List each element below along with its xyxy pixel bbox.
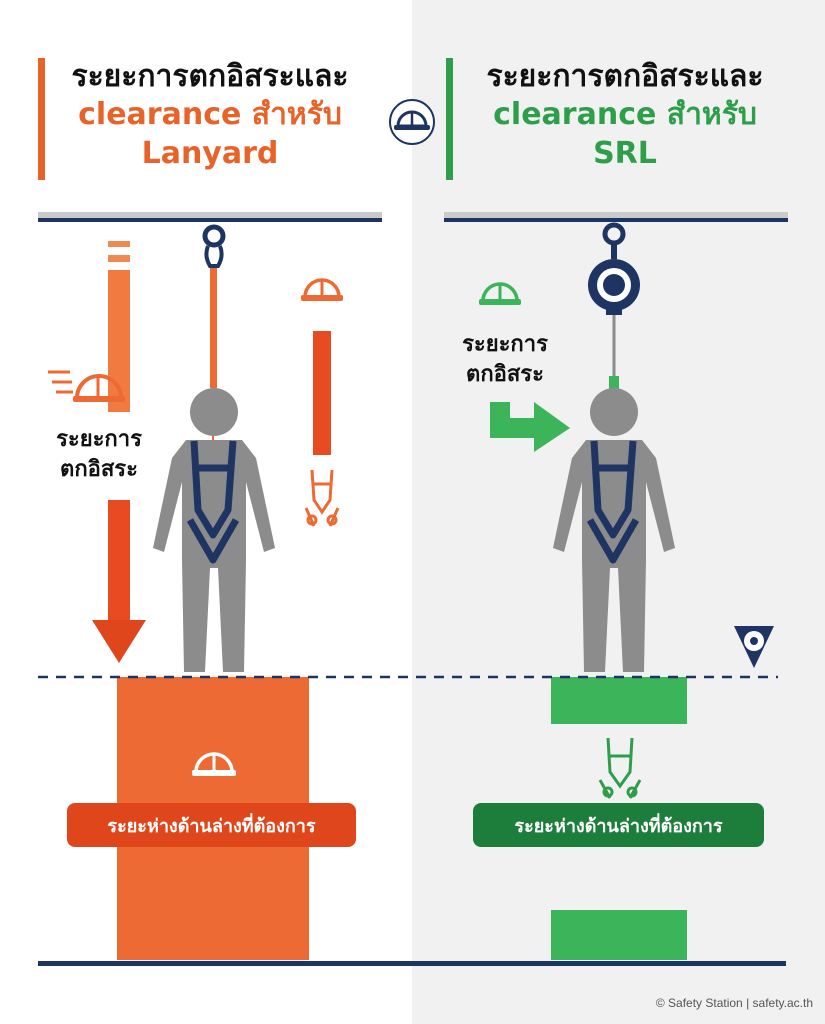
lanyard-title-line3: Lanyard <box>141 135 279 171</box>
free-fall-arrow-right <box>490 402 570 452</box>
free-fall-right-line1: ระยะการ <box>462 332 548 357</box>
ground-line <box>38 961 786 966</box>
srl-title-line1: ระยะการตกอิสระและ <box>486 59 764 94</box>
srl-title-line2: clearance สำหรับ <box>493 97 757 133</box>
clearance-label-left: ระยะห่างด้านล่างที่ต้องการ <box>67 803 356 847</box>
accent-bar-right <box>446 58 453 180</box>
lanyard-title: ระยะการตกอิสระและ clearance สำหรับ Lanya… <box>50 58 370 173</box>
srl-connector <box>609 376 619 390</box>
lanyard-title-line1: ระยะการตกอิสระและ <box>71 59 349 94</box>
srl-device-icon <box>588 259 640 315</box>
harness-right <box>586 440 640 564</box>
anchor-hook-icon <box>202 224 226 268</box>
free-fall-arrow-left <box>92 241 146 663</box>
harness-left <box>186 440 240 564</box>
clearance-label-right: ระยะห่างด้านล่างที่ต้องการ <box>473 803 764 847</box>
location-pin-icon <box>734 626 774 668</box>
anchor-beam-left <box>38 212 382 222</box>
anchor-beam-right <box>444 212 788 222</box>
lanyard-title-line2: clearance สำหรับ <box>78 97 342 133</box>
hard-hat-icon-right <box>479 282 521 305</box>
free-fall-right-line2: ตกอิสระ <box>466 361 544 387</box>
free-fall-left-line2: ตกอิสระ <box>60 456 138 482</box>
free-fall-label-right: ระยะการ ตกอิสระ <box>450 330 560 389</box>
harness-icon-right <box>598 737 642 799</box>
free-fall-bar-left <box>313 331 331 455</box>
hard-hat-icon-left <box>301 278 343 301</box>
credit-text: © Safety Station | safety.ac.th <box>655 996 813 1010</box>
free-fall-label-left: ระยะการ ตกอิสระ <box>44 425 154 485</box>
srl-title-line3: SRL <box>593 135 657 171</box>
srl-clearance-block-bottom <box>551 910 687 960</box>
falling-hat-icon <box>48 370 125 402</box>
srl-clearance-block-top <box>551 677 687 724</box>
hard-hat-icon-clearance-left <box>192 752 236 776</box>
free-fall-left-line1: ระยะการ <box>56 427 142 452</box>
harness-icon-left <box>304 469 340 527</box>
hard-hat-icon-center <box>389 99 435 145</box>
srl-title: ระยะการตกอิสระและ clearance สำหรับ SRL <box>460 58 790 173</box>
srl-anchor-icon <box>602 222 626 259</box>
lanyard-cord <box>210 268 217 388</box>
accent-bar-left <box>38 58 45 180</box>
